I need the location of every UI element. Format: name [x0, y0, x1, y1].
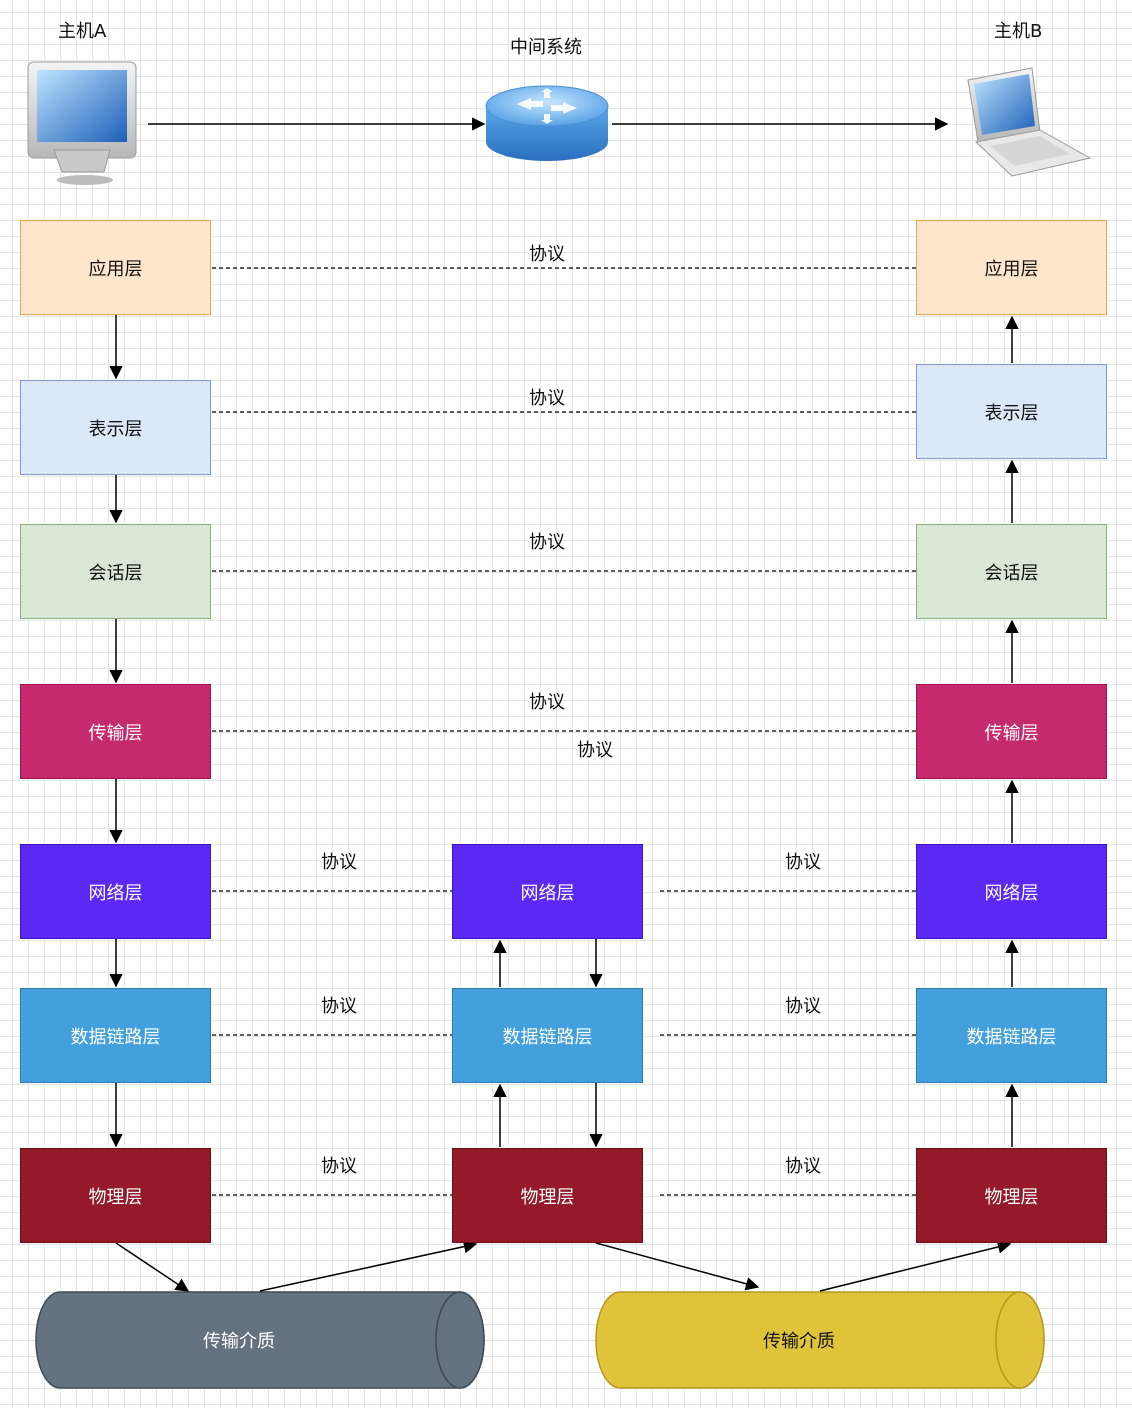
host-a-network-layer: 网络层	[20, 844, 211, 939]
middle-system-label: 中间系统	[510, 37, 582, 58]
protocol-label-presentation: 协议	[529, 388, 565, 409]
protocol-label-transport-secondary: 协议	[577, 740, 613, 761]
host-a-label: 主机A	[58, 21, 107, 42]
host-b-datalink-layer: 数据链路层	[916, 988, 1107, 1083]
host-b-presentation-layer: 表示层	[916, 364, 1107, 459]
transmission-medium-left	[35, 1291, 485, 1389]
protocol-dashed-lines	[212, 267, 916, 1196]
protocol-label-datalink-left: 协议	[321, 996, 357, 1017]
host-b-application-layer: 应用层	[916, 220, 1107, 315]
host-b-network-layer: 网络层	[916, 844, 1107, 939]
host-a-session-layer: 会话层	[20, 524, 211, 619]
laptop-icon	[967, 67, 1092, 177]
transmission-medium-right	[595, 1291, 1045, 1389]
host-b-session-layer: 会话层	[916, 524, 1107, 619]
middle-datalink-layer: 数据链路层	[452, 988, 643, 1083]
host-b-label: 主机B	[994, 21, 1043, 42]
host-b-physical-layer: 物理层	[916, 1148, 1107, 1243]
medium-label-right: 传输介质	[763, 1331, 835, 1352]
router-icon	[485, 85, 609, 161]
middle-physical-layer: 物理层	[452, 1148, 643, 1243]
medium-link-arrows	[115, 1239, 1012, 1292]
host-a-presentation-layer: 表示层	[20, 380, 211, 475]
protocol-label-physical-left: 协议	[321, 1156, 357, 1177]
host-a-physical-layer: 物理层	[20, 1148, 211, 1243]
host-a-datalink-layer: 数据链路层	[20, 988, 211, 1083]
medium-label-left: 传输介质	[203, 1331, 275, 1352]
protocol-label-transport: 协议	[529, 692, 565, 713]
protocol-label-session: 协议	[529, 532, 565, 553]
host-a-application-layer: 应用层	[20, 220, 211, 315]
protocol-label-application: 协议	[529, 244, 565, 265]
middle-network-layer: 网络层	[452, 844, 643, 939]
host-a-transport-layer: 传输层	[20, 684, 211, 779]
host-b-transport-layer: 传输层	[916, 684, 1107, 779]
protocol-label-datalink-right: 协议	[785, 996, 821, 1017]
desktop-computer-icon	[27, 61, 137, 185]
middle-system-arrows	[493, 939, 603, 1148]
protocol-label-physical-right: 协议	[785, 1156, 821, 1177]
protocol-label-network-right: 协议	[785, 852, 821, 873]
protocol-label-network-left: 协议	[321, 852, 357, 873]
